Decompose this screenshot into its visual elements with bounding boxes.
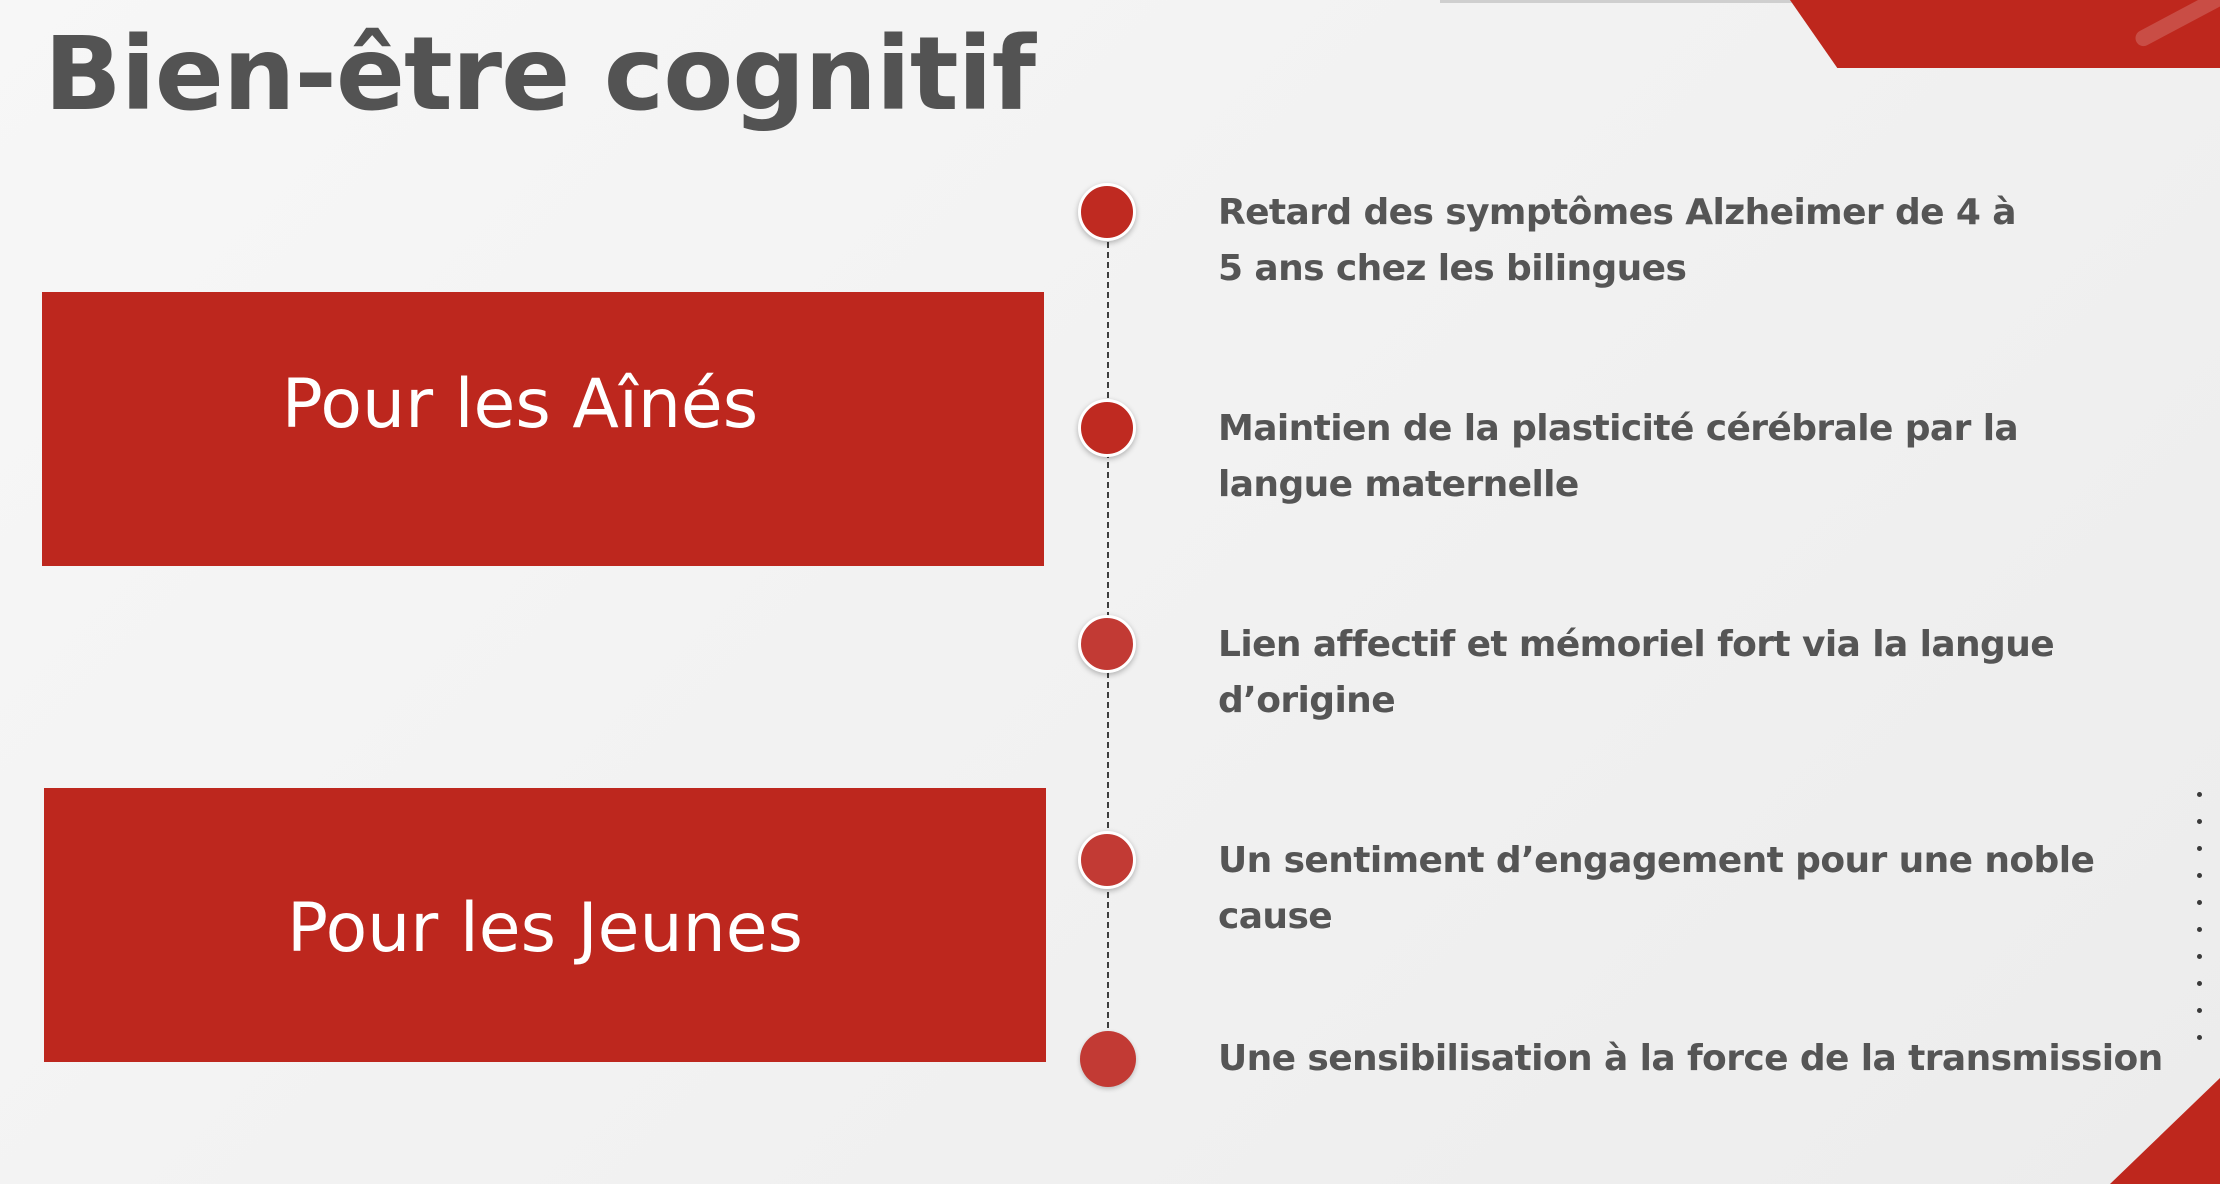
group-label-jeunes: Pour les Jeunes xyxy=(287,888,803,968)
top-right-red-shape xyxy=(1790,0,2220,68)
top-divider-line xyxy=(1440,0,2068,3)
timeline-node-4 xyxy=(1078,831,1136,889)
timeline-item-1-text: Retard des symptômes Alzheimer de 4 à 5 … xyxy=(1218,192,2017,289)
timeline-item-5-text: Une sensibilisation à la force de la tra… xyxy=(1218,1038,2163,1079)
timeline-node-5 xyxy=(1080,1031,1136,1087)
timeline-item-4-text: Un sentiment d’engagement pour une noble… xyxy=(1218,840,2095,937)
timeline-item-3-text: Lien affectif et mémoriel fort via la la… xyxy=(1218,624,2055,721)
group-box-aines: Pour les Aînés xyxy=(42,292,1044,566)
bottom-right-red-triangle xyxy=(2110,1078,2220,1184)
slide-title: Bien-être cognitif xyxy=(44,15,1036,134)
timeline-item-2-text: Maintien de la plasticité cérébrale par … xyxy=(1218,408,2019,505)
timeline-node-2 xyxy=(1078,399,1136,457)
timeline-node-3 xyxy=(1078,615,1136,673)
group-label-aines: Pour les Aînés xyxy=(281,364,759,444)
group-box-jeunes: Pour les Jeunes xyxy=(44,788,1046,1062)
timeline-node-1 xyxy=(1078,183,1136,241)
dotted-edge-decoration xyxy=(2197,792,2203,1040)
